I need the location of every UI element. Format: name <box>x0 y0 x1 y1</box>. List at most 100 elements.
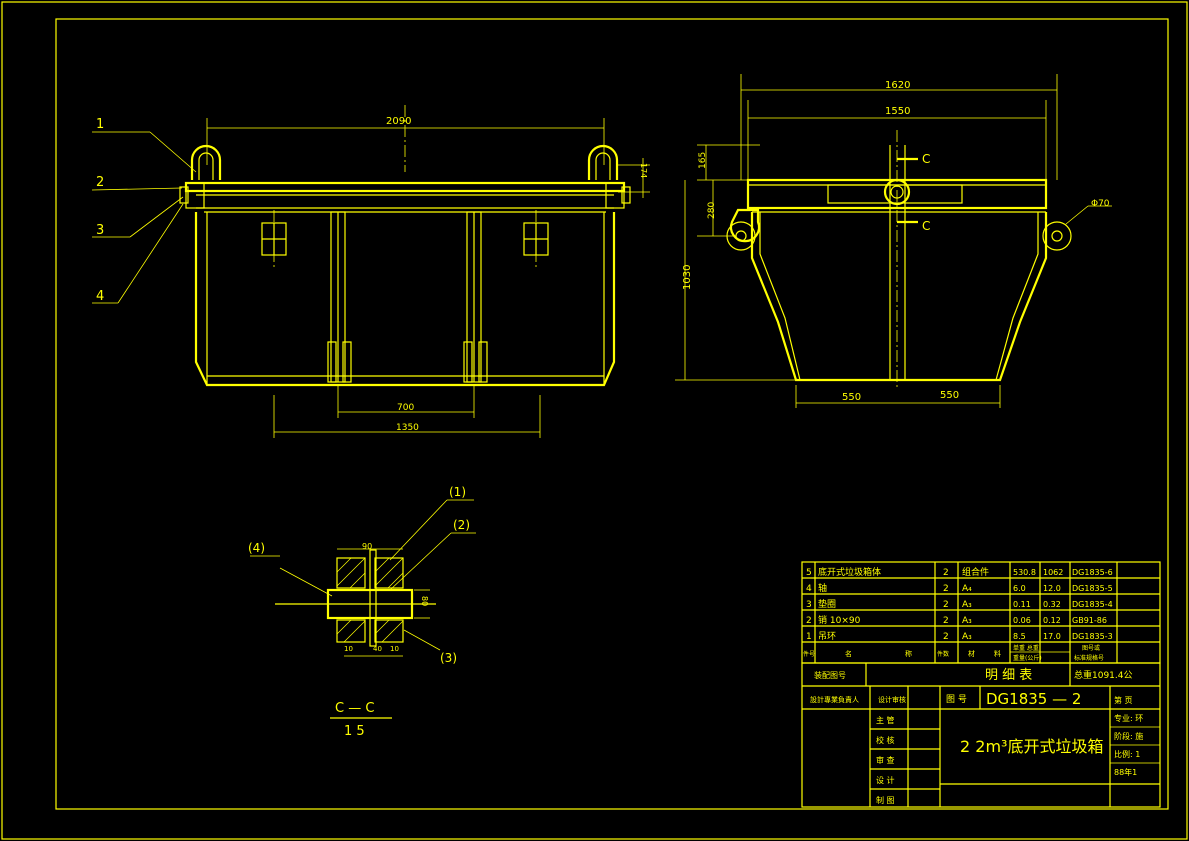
callout-1: 1 <box>96 117 104 132</box>
dim-phi70: Φ70 <box>1091 199 1110 209</box>
title-left-label: 制 图 <box>876 795 895 805</box>
drawing-no: DG1835 — 2 <box>986 690 1081 708</box>
section-mark-top: C <box>922 152 930 166</box>
parts-cell-no: 5 <box>806 568 812 578</box>
header-no: 件号 <box>803 650 815 658</box>
header-code2: 标准规格号 <box>1074 654 1104 662</box>
dim-280: 280 <box>707 202 717 219</box>
side-view: 1620 1550 165 280 1030 C C <box>675 74 1112 408</box>
section-scale: 1 5 <box>344 724 365 739</box>
callout-4: 4 <box>96 289 104 304</box>
parts-cell-qty: 2 <box>943 600 949 610</box>
dim-174: 174 <box>639 163 648 178</box>
parts-cell-unit_wt: 6.0 <box>1013 584 1026 593</box>
list-title: 明 细 表 <box>985 668 1032 683</box>
detail-callout-2: (2) <box>453 518 470 532</box>
title-block: 装配图号 明 细 表 总重1091.4公 設計專業負責人 图 号 DG1835 … <box>801 662 1161 808</box>
header-weight-sub: 重量(公斤) <box>1013 654 1042 662</box>
parts-cell-unit_wt: 8.5 <box>1013 632 1026 641</box>
dim-1350: 1350 <box>396 423 419 433</box>
parts-cell-name: 底开式垃圾箱体 <box>818 566 881 578</box>
parts-cell-qty: 2 <box>943 616 949 626</box>
parts-header: 件号 名 称 件数 材 料 单重 总重 重量(公斤) 图号或 标准规格号 <box>803 644 1104 662</box>
title-left-label: 设 计 <box>876 775 895 785</box>
callout-2: 2 <box>96 175 104 190</box>
designer-row: 設計專業負責人 <box>810 695 859 704</box>
detail-callout-4: (4) <box>248 541 265 555</box>
drawing-title: 2 2m³底开式垃圾箱 <box>960 737 1103 756</box>
parts-table <box>801 561 1161 664</box>
parts-cell-unit_wt: 530.8 <box>1013 568 1036 577</box>
header-qty: 件数 <box>937 650 949 658</box>
title-right-label: 比例: 1 <box>1114 749 1140 759</box>
title-left-label: 审 查 <box>876 755 895 765</box>
parts-cell-total_wt: 12.0 <box>1043 584 1061 593</box>
parts-cell-qty: 2 <box>943 584 949 594</box>
parts-cell-code: GB91-86 <box>1072 616 1107 625</box>
parts-cell-total_wt: 0.12 <box>1043 616 1061 625</box>
parts-cell-unit_wt: 0.11 <box>1013 600 1031 609</box>
section-title: C — C <box>335 701 374 716</box>
title-left-label: 校 核 <box>876 735 895 745</box>
inner-border <box>55 18 1169 810</box>
header-name: 名 <box>845 649 852 658</box>
dim-10-b: 10 <box>390 645 399 653</box>
parts-cell-name: 吊环 <box>818 631 836 642</box>
section-detail-cc: 90 80 10 40 10 (1) (2) (4) (3) C — C 1 5 <box>248 485 476 739</box>
header-weight: 单重 总重 <box>1013 644 1039 652</box>
dim-40: 40 <box>373 645 382 653</box>
dim-80: 80 <box>420 596 429 606</box>
dim-10-a: 10 <box>344 645 353 653</box>
parts-cell-qty: 2 <box>943 568 949 578</box>
title-left-label: 主 管 <box>876 715 895 725</box>
dim-1620: 1620 <box>885 80 910 91</box>
parts-cell-no: 4 <box>806 584 812 594</box>
parts-cell-qty: 2 <box>943 632 949 642</box>
dim-2090: 2090 <box>386 116 411 127</box>
approval-label: 设计审核 <box>878 695 906 704</box>
parts-cell-code: DG1835-3 <box>1072 632 1113 641</box>
parts-cell-total_wt: 17.0 <box>1043 632 1061 641</box>
dim-550-left: 550 <box>842 392 861 403</box>
parts-cell-no: 1 <box>806 632 812 642</box>
title-right-labels: 第 页专业: 环阶段: 施比例: 1 88年1 <box>1114 695 1143 777</box>
parts-cell-no: 2 <box>806 616 812 626</box>
detail-callout-3: (3) <box>440 651 457 665</box>
header-code: 图号或 <box>1082 644 1100 652</box>
front-view: 2090 174 <box>91 105 650 438</box>
title-right-label: 第 页 <box>1114 695 1133 705</box>
parts-cell-material: 组合件 <box>962 566 989 578</box>
dim-700: 700 <box>397 403 414 413</box>
parts-cell-name: 垫圈 <box>818 598 836 610</box>
dim-90: 90 <box>362 542 372 551</box>
parts-cell-material: A₃ <box>962 616 972 626</box>
parts-cell-name: 销 10×90 <box>818 614 861 626</box>
title-right-label: 88年1 <box>1114 767 1137 777</box>
dim-1030: 1030 <box>682 265 693 290</box>
title-right-label: 专业: 环 <box>1114 713 1143 723</box>
parts-cell-code: DG1835-4 <box>1072 600 1113 609</box>
title-right-label: 阶段: 施 <box>1114 731 1143 741</box>
callout-3: 3 <box>96 223 104 238</box>
parts-cell-total_wt: 0.32 <box>1043 600 1061 609</box>
total-weight: 总重1091.4公 <box>1074 669 1133 681</box>
section-mark-bottom: C <box>922 219 930 233</box>
parts-cell-material: A₄ <box>962 584 972 594</box>
parts-cell-unit_wt: 0.06 <box>1013 616 1031 625</box>
parts-cell-material: A₃ <box>962 600 972 610</box>
parts-cell-name: 轴 <box>818 582 827 594</box>
parts-cell-material: A₃ <box>962 632 972 642</box>
detail-callout-1: (1) <box>449 485 466 499</box>
header-material2: 料 <box>994 649 1001 658</box>
assembly-drawing-label: 装配图号 <box>814 670 846 680</box>
parts-cell-no: 3 <box>806 600 812 610</box>
header-name2: 称 <box>905 649 912 658</box>
title-left-labels: 主 管校 核审 查设 计制 图 <box>876 715 895 805</box>
dim-1550: 1550 <box>885 106 910 117</box>
dim-550-right: 550 <box>940 390 959 401</box>
parts-cell-code: DG1835-6 <box>1072 568 1113 577</box>
drawing-no-label: 图 号 <box>946 694 967 705</box>
